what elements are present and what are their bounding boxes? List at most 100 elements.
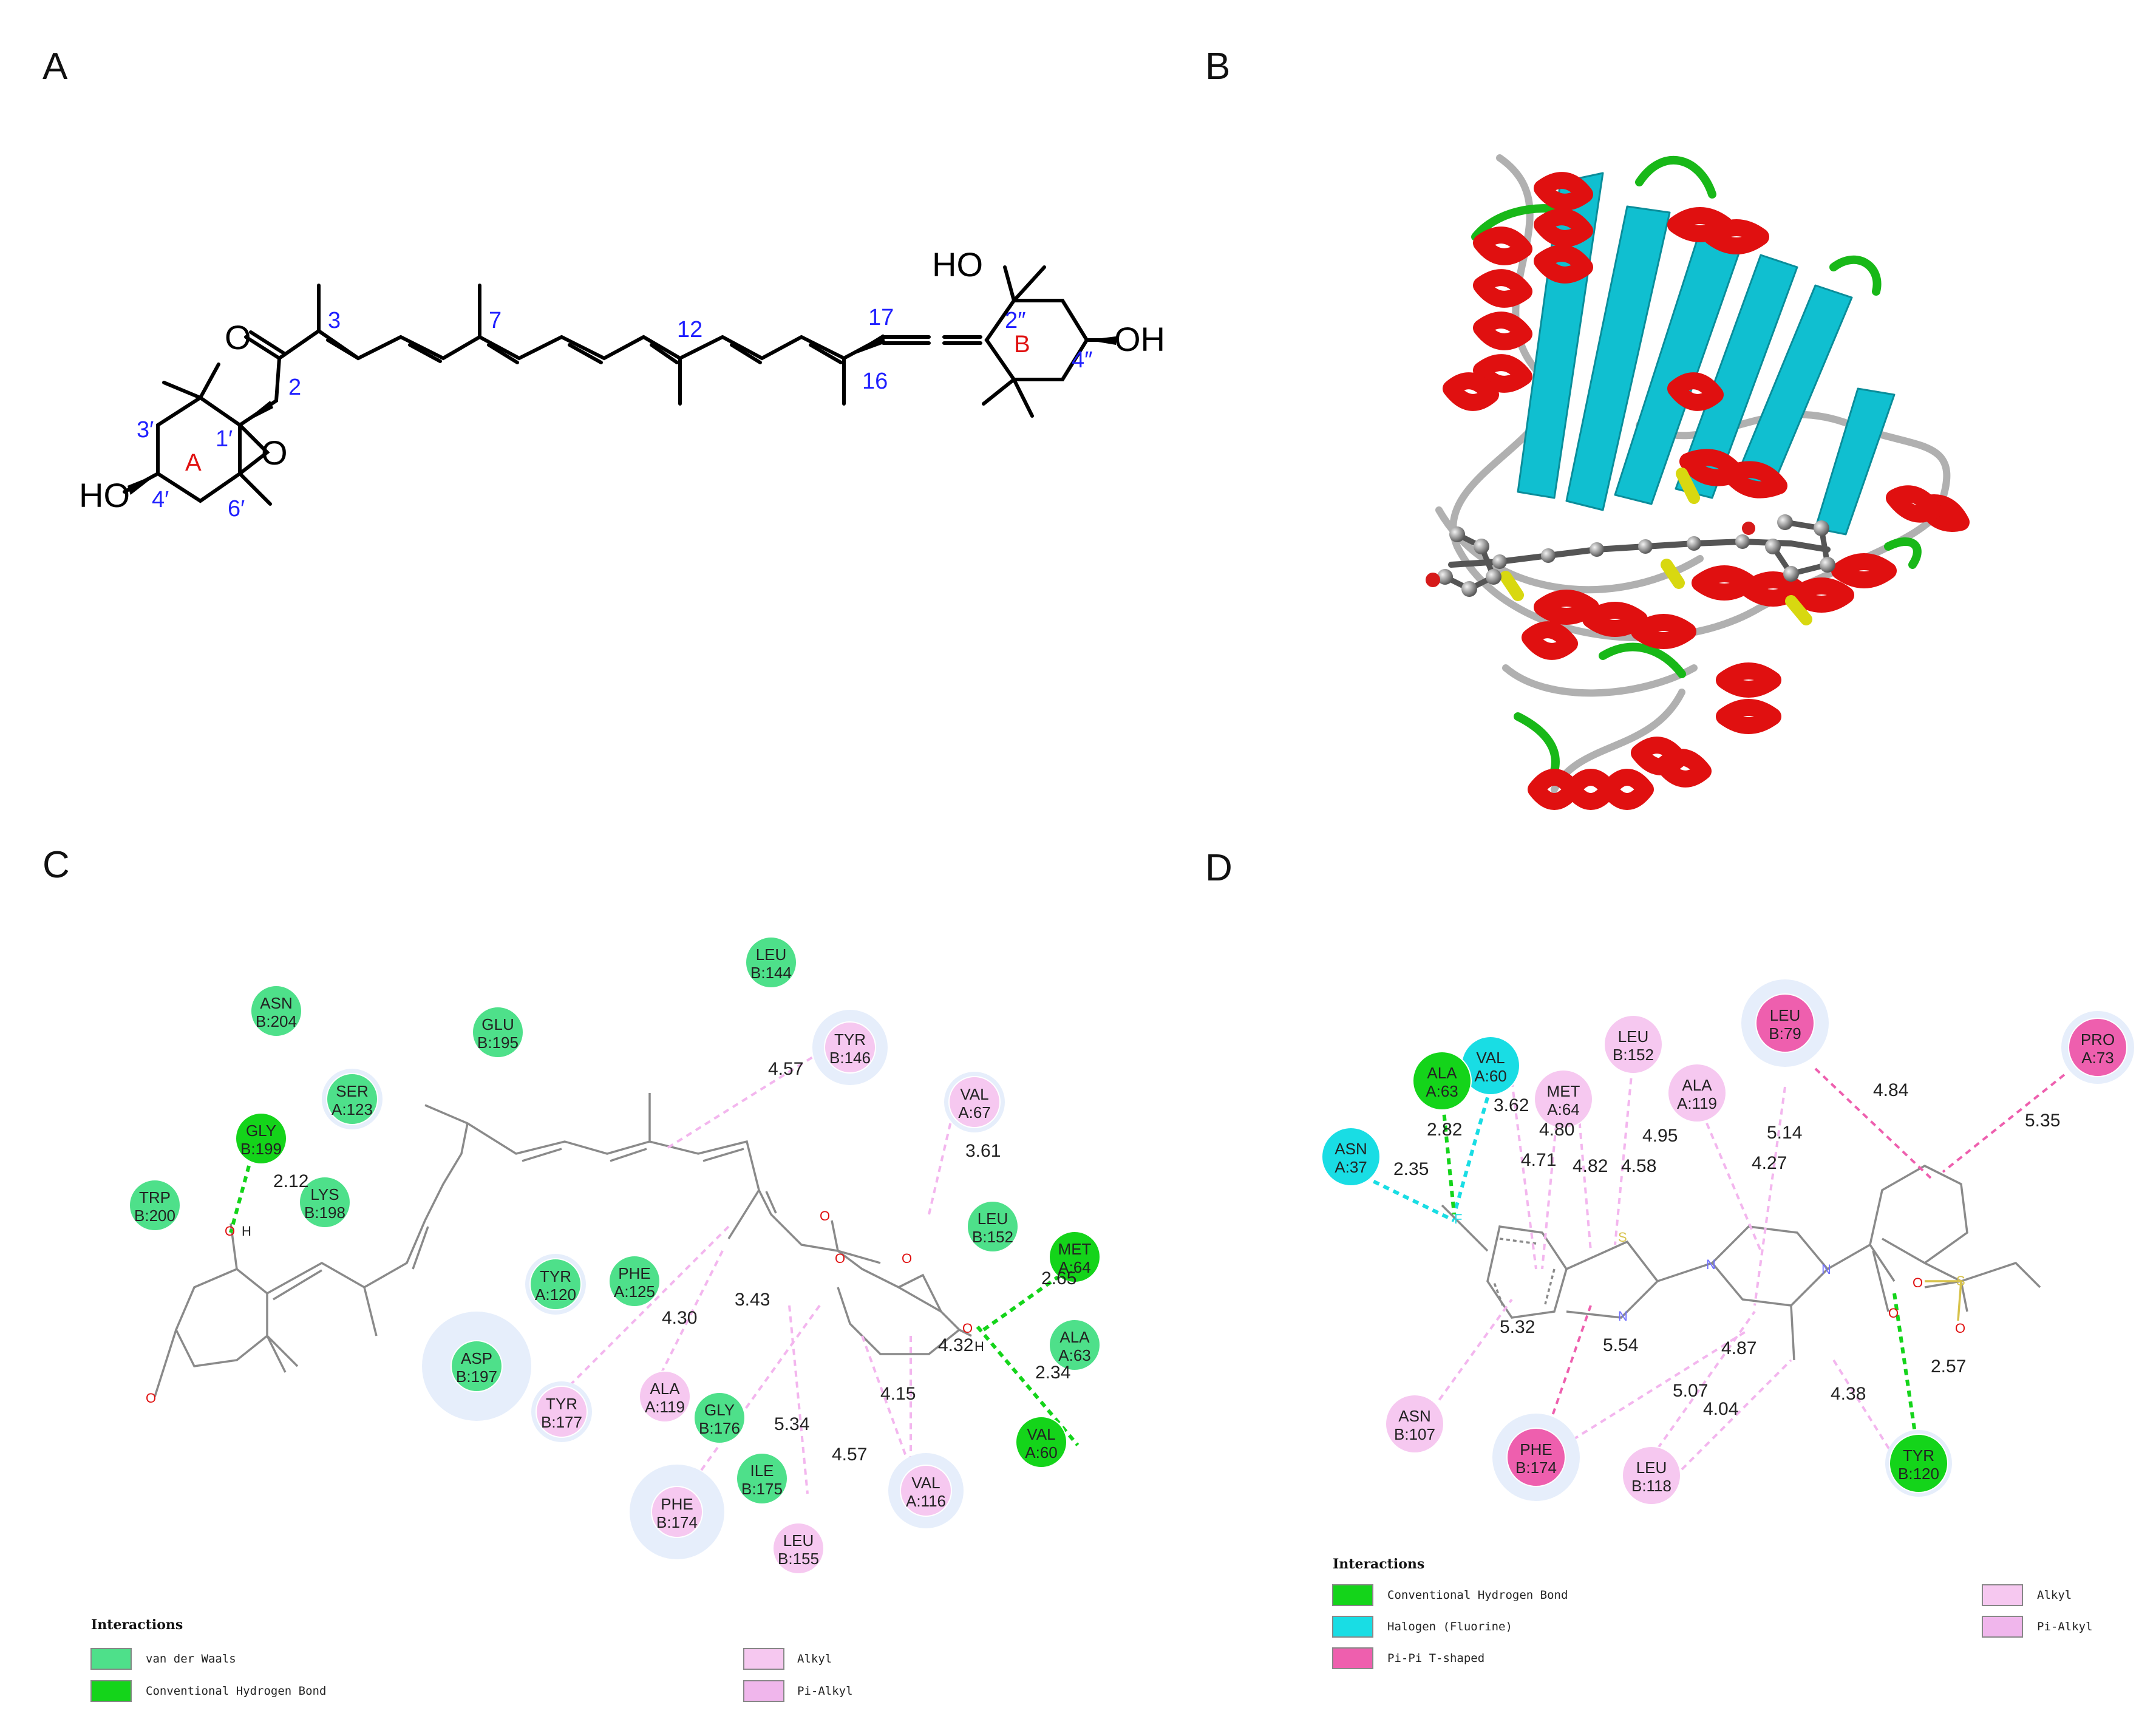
distance-label: 5.34 xyxy=(774,1414,809,1434)
distance-label: 5.54 xyxy=(1603,1335,1638,1355)
residue-name: TRP xyxy=(139,1188,171,1207)
distance-label: 4.57 xyxy=(768,1059,803,1079)
distance-label: 4.84 xyxy=(1873,1080,1908,1100)
residue-chain: B:195 xyxy=(477,1033,519,1052)
atom-label-o: O xyxy=(962,1321,973,1336)
residue-tyr-bubble xyxy=(824,1021,876,1074)
residue-name: SER xyxy=(336,1082,368,1100)
residue-chain: B:79 xyxy=(1769,1024,1801,1043)
residue-lys-bubble xyxy=(299,1176,351,1228)
atom-label-n: N xyxy=(1706,1257,1716,1272)
panel-d-sulfonyl xyxy=(1925,1280,1962,1321)
residue-chain: A:73 xyxy=(2081,1049,2114,1067)
residue-chain: B:204 xyxy=(256,1012,297,1030)
panel-c-ligand-skeleton xyxy=(154,1093,972,1397)
distance-label: 4.04 xyxy=(1703,1399,1738,1419)
residue-name: GLU xyxy=(481,1015,514,1033)
distance-label: 5.35 xyxy=(2025,1111,2060,1131)
residue-name: PRO xyxy=(2081,1030,2115,1049)
wedge-bond xyxy=(1087,336,1116,345)
legend-swatch-alkyl xyxy=(1982,1584,2023,1606)
legend-swatch-alkyl xyxy=(743,1648,784,1670)
residue-ala-bubble xyxy=(639,1370,691,1423)
atom-label-o: O xyxy=(835,1251,845,1266)
residue-ala-bubble xyxy=(1667,1063,1727,1123)
ring-a-label: A xyxy=(185,449,202,476)
legend-title: Interactions xyxy=(1333,1556,1424,1572)
residue-chain: A:125 xyxy=(614,1282,655,1301)
panel-label-d: D xyxy=(1205,847,1233,889)
atom-label-n: N xyxy=(1618,1309,1628,1324)
residue-chain: A:116 xyxy=(906,1492,946,1510)
residue-name: TYR xyxy=(834,1030,866,1049)
atom-label-o: O xyxy=(1955,1321,1965,1336)
legend-swatch-halogen xyxy=(1332,1616,1373,1638)
ligand-oxygen-atom xyxy=(1426,573,1440,587)
residue-met-bubble xyxy=(1534,1069,1593,1129)
legend-label-hbond: Conventional Hydrogen Bond xyxy=(146,1684,326,1698)
residue-name: PHE xyxy=(618,1264,650,1282)
residue-asn-bubble xyxy=(1321,1127,1381,1186)
residue-chain: A:63 xyxy=(1426,1082,1458,1100)
residue-tyr-bubble xyxy=(536,1386,588,1438)
legend-label-alkyl: Alkyl xyxy=(2037,1588,2072,1602)
panel-label-c: C xyxy=(43,844,70,886)
atom-label-o: O xyxy=(146,1391,156,1406)
legend-swatch-hbond xyxy=(90,1680,132,1702)
distance-label: 3.62 xyxy=(1494,1095,1529,1115)
residue-chain: B:174 xyxy=(656,1513,698,1531)
residue-name: PHE xyxy=(1520,1440,1552,1459)
panel-c-interaction-lines xyxy=(229,1040,1080,1501)
distance-label: 2.57 xyxy=(1931,1356,1966,1377)
residue-tyr-bubble xyxy=(529,1258,582,1310)
residue-chain: A:119 xyxy=(1677,1094,1717,1112)
distance-label: 2.82 xyxy=(1427,1120,1462,1140)
distance-label: 4.30 xyxy=(662,1308,697,1328)
residue-chain: B:152 xyxy=(972,1228,1013,1246)
residue-name: LYS xyxy=(310,1185,339,1203)
residue-phe-bubble xyxy=(651,1486,703,1538)
residue-chain: B:175 xyxy=(741,1480,783,1498)
epoxide-oxygen: O xyxy=(261,434,288,472)
distance-label: 2.65 xyxy=(1041,1268,1076,1288)
residue-chain: A:60 xyxy=(1474,1067,1507,1085)
ligand-atoms xyxy=(1437,514,1835,597)
distance-label: 5.07 xyxy=(1673,1381,1708,1401)
distance-label: 4.87 xyxy=(1721,1338,1756,1358)
residue-asn-bubble xyxy=(250,985,302,1037)
residue-ala-bubble xyxy=(1049,1319,1101,1371)
legend-swatch-pi-alkyl xyxy=(1982,1616,2023,1638)
distance-label: 4.95 xyxy=(1642,1126,1678,1146)
residue-val-bubble xyxy=(900,1465,952,1517)
wedge-bond xyxy=(128,474,158,495)
residue-name: ASN xyxy=(1398,1407,1430,1425)
residue-chain: A:63 xyxy=(1058,1346,1091,1364)
panel-c-legend: Interactions van der Waals Conventional … xyxy=(90,1617,853,1702)
legend-label-hbond: Conventional Hydrogen Bond xyxy=(1387,1588,1568,1602)
distance-label: 5.32 xyxy=(1500,1317,1535,1337)
panel-d-interaction-lines xyxy=(1353,1056,2066,1471)
residue-gly-bubble xyxy=(693,1392,746,1444)
atom-label-o: O xyxy=(1888,1305,1899,1321)
distance-label: 4.82 xyxy=(1573,1156,1608,1176)
residue-ala-bubble xyxy=(1412,1051,1472,1111)
residue-chain: B:152 xyxy=(1613,1046,1654,1064)
position-3: 3 xyxy=(328,308,341,333)
panel-label-b: B xyxy=(1205,46,1230,87)
distance-label: 3.61 xyxy=(965,1141,1001,1161)
hydroxyl-b-2: HO xyxy=(932,245,983,284)
position-1p: 1′ xyxy=(216,426,233,452)
residue-name: VAL xyxy=(911,1474,940,1492)
atom-label-o: O xyxy=(820,1208,830,1224)
residue-chain: B:200 xyxy=(134,1207,175,1225)
residue-name: GLY xyxy=(704,1401,735,1419)
distance-label: 4.80 xyxy=(1539,1120,1574,1140)
residue-glu-bubble xyxy=(472,1006,524,1058)
residue-name: ALA xyxy=(1059,1328,1090,1346)
atom-label-h: H xyxy=(242,1224,251,1239)
residue-name: TYR xyxy=(546,1395,577,1413)
residue-name: VAL xyxy=(1476,1049,1505,1067)
residue-name: LEU xyxy=(978,1210,1008,1228)
